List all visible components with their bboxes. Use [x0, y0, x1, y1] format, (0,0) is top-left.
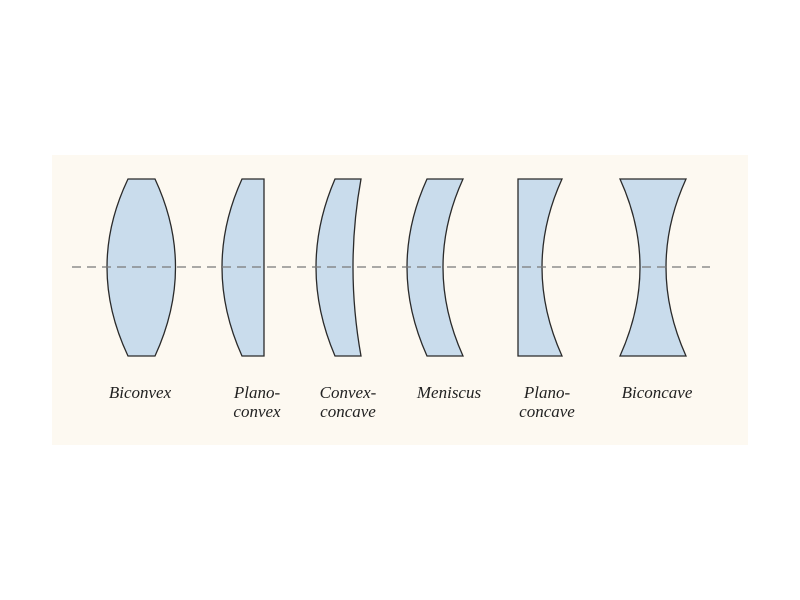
- label-biconvex: Biconvex: [109, 383, 172, 402]
- label-plano-convex-2: convex: [233, 402, 281, 421]
- label-plano-convex-1: Plano-: [233, 383, 281, 402]
- lens-biconcave: [618, 178, 688, 357]
- label-convex-concave-1: Convex-: [320, 383, 377, 402]
- label-plano-concave-2: concave: [519, 402, 575, 421]
- label-convex-concave-2: concave: [320, 402, 376, 421]
- label-plano-concave-1: Plano-: [523, 383, 571, 402]
- label-meniscus: Meniscus: [416, 383, 482, 402]
- lens-convex-concave: [315, 178, 362, 357]
- lens-biconvex: [106, 178, 177, 357]
- label-biconcave: Biconcave: [622, 383, 693, 402]
